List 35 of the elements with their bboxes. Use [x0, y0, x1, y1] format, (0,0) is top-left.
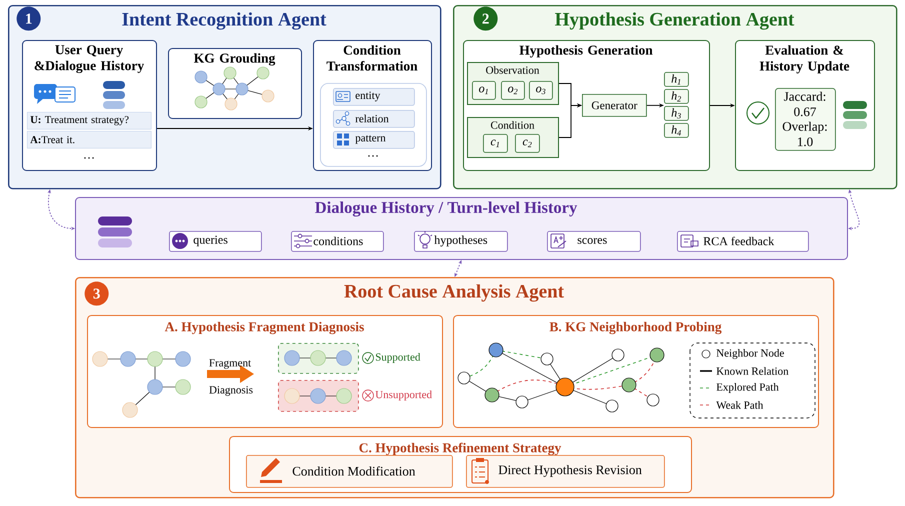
- variable-box: h$_{2}$: [664, 89, 689, 104]
- item-box: hypotheses: [414, 231, 508, 252]
- variable-box: h$_{1}$: [664, 72, 689, 87]
- item-box: relation: [333, 110, 415, 128]
- variable-box: c$_{1}$: [483, 134, 508, 153]
- item-box: scores: [547, 231, 641, 252]
- item-box: Condition Modification: [246, 455, 453, 488]
- number-badge: 1: [16, 6, 41, 31]
- score-box: Jaccard: 0.67 Overlap: 1.0: [775, 88, 836, 151]
- number-badge: 2: [474, 6, 498, 31]
- item-box: entity: [333, 88, 415, 106]
- arrow-label: Diagnosis: [209, 386, 253, 396]
- variable-box: o$_{1}$: [472, 81, 496, 100]
- variable-box: o$_{2}$: [501, 81, 525, 100]
- variable-box: o$_{3}$: [529, 81, 553, 100]
- item-box: RCA feedback: [677, 231, 809, 252]
- variable-box: h$_{3}$: [664, 106, 689, 121]
- item-box: conditions: [291, 231, 384, 252]
- arrow-label: Fragment: [209, 359, 252, 369]
- legend-entry: Explored Path: [700, 383, 779, 393]
- status-label: Supported: [376, 353, 420, 363]
- legend-entry: Neighbor Node: [702, 349, 784, 359]
- variable-box: c$_{2}$: [515, 134, 540, 153]
- number-badge: 3: [84, 282, 109, 306]
- dotted-connector: [454, 260, 462, 277]
- item-box: pattern: [333, 131, 415, 149]
- node-label: …: [84, 157, 94, 159]
- node-label: User Query &Dialogue History: [34, 45, 144, 74]
- legend-entry: Weak Path: [700, 401, 764, 409]
- legend-entry: Known Relation: [700, 367, 788, 375]
- variable-box: h$_{4}$: [664, 123, 689, 138]
- status-label: Unsupported: [375, 390, 432, 400]
- item-box: queries: [169, 231, 262, 252]
- process-box: Generator: [582, 94, 647, 117]
- item-box: Direct Hypothesis Revision: [466, 455, 665, 488]
